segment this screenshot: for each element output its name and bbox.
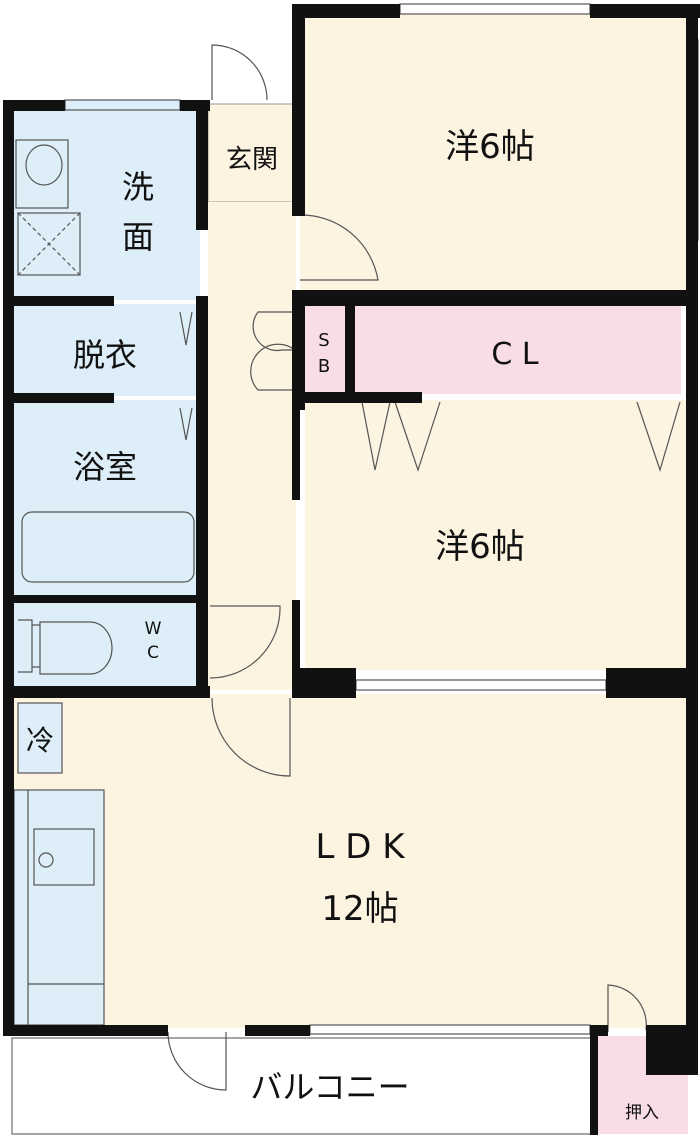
shoebox-floor xyxy=(305,306,345,394)
ldk-floor xyxy=(12,694,688,1028)
storage-door-swing xyxy=(607,984,647,1032)
dressing-label: 脱衣 xyxy=(73,336,137,374)
fridge-label: 冷 xyxy=(26,724,54,757)
sb-door-swing xyxy=(250,311,299,391)
window-top xyxy=(399,3,591,15)
entrance-label: 玄関 xyxy=(226,145,278,175)
washroom-label-2: 面 xyxy=(122,218,154,256)
balcony-floor xyxy=(11,1037,593,1135)
closet-floor xyxy=(355,306,681,394)
washroom-floor xyxy=(12,110,200,300)
room-labels: 洋6帖 玄関 洗 面 脱衣 浴室 W C S B C L 洋6帖 冷 L D K… xyxy=(26,127,659,1123)
washroom-label-1: 洗 xyxy=(122,168,154,206)
wc-floor xyxy=(12,600,200,688)
floors xyxy=(11,14,688,1135)
bedroom-door-swing xyxy=(299,214,379,281)
fridge-box xyxy=(17,702,63,774)
washing-machine-cross-icon xyxy=(17,212,81,276)
balcony-label: バルコニー xyxy=(250,1068,409,1106)
bedroom-top-label: 洋6帖 xyxy=(445,127,535,167)
closet-door-icons xyxy=(361,401,681,472)
entrance-floor xyxy=(207,103,297,203)
shoebox-label-b: B xyxy=(318,356,330,377)
sink-basin xyxy=(15,139,69,209)
window-wash xyxy=(64,99,181,111)
bath-label: 浴室 xyxy=(73,448,137,486)
entrance-door-swing xyxy=(211,44,268,101)
toilet-icon xyxy=(18,619,113,675)
closet-label: C L xyxy=(491,337,538,372)
drain-icon xyxy=(38,852,54,868)
window-ldk-top xyxy=(355,679,607,691)
bedroom-top-floor xyxy=(300,14,688,298)
window-ldk-bottom xyxy=(309,1024,591,1035)
bedroom-mid-label: 洋6帖 xyxy=(435,527,525,567)
hallway-floor xyxy=(208,202,296,690)
balcony-door-swing xyxy=(167,1031,227,1091)
wc-label-c: C xyxy=(147,643,159,663)
bathtub-icon xyxy=(21,511,195,583)
ldk-label: L D K xyxy=(315,827,406,867)
sink-bowl-icon xyxy=(25,144,63,186)
ldk-size-label: 12帖 xyxy=(321,889,398,929)
storage-label: 押入 xyxy=(625,1103,659,1123)
washing-machine-pan xyxy=(17,212,81,276)
hall-door-swing-wc xyxy=(209,605,281,679)
dressing-door-icon xyxy=(179,311,193,441)
wc-label-w: W xyxy=(145,619,162,639)
kitchen-sink-icon xyxy=(33,828,95,886)
ldk-door-swing xyxy=(211,697,291,777)
walls xyxy=(3,4,700,1135)
dressing-floor xyxy=(12,304,200,396)
bath-floor xyxy=(12,400,200,598)
bedroom-mid-floor xyxy=(305,400,688,670)
shoebox-label-s: S xyxy=(318,330,329,351)
